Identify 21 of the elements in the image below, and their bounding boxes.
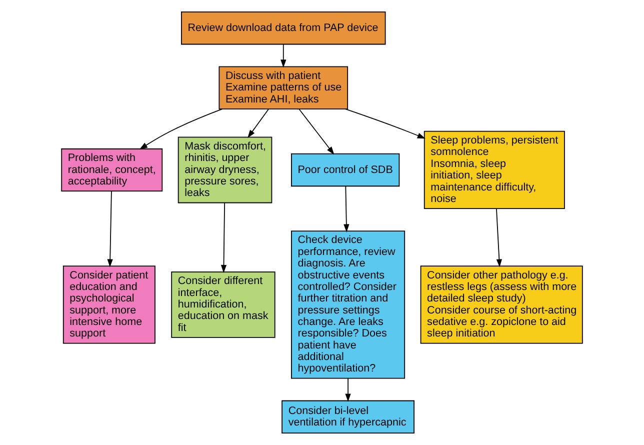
node-box: Consider bi-level ventilation if hypercapnic — [282, 400, 414, 434]
arrow — [107, 190, 113, 268]
node-box: Consider patient education and psychological support, more intensive home support — [62, 266, 156, 344]
arrow — [139, 108, 223, 150]
node-box: Poor control of SDB — [291, 153, 400, 187]
arrow — [344, 108, 426, 139]
arrow — [220, 202, 227, 274]
node-box: Consider different interface, humidification, education on mask fit — [171, 271, 276, 338]
arrow — [248, 108, 270, 138]
arrow — [496, 208, 502, 268]
node-box: Sleep problems, persistent somnolence Insomnia, sleep initiation, sleep maintenance difficulty, noise — [424, 130, 565, 210]
node-box: Check device performance, review diagnosis. Are obstructive events controlled? Consider further titration and pressure settings change. Are leaks responsible? Does patient have additional hypoventilation? — [291, 230, 406, 379]
node-box: Review download data from PAP device — [181, 11, 386, 45]
node-box: Discuss with patient Examine patterns of use Examine AHI, leaks — [218, 66, 348, 110]
node-box: Mask discomfort, rhinitis, upper airway dryness, pressure sores, leaks — [178, 136, 272, 204]
arrow — [344, 186, 350, 232]
node-box: Problems with rationale, concept, acceptability — [61, 148, 163, 192]
arrow — [298, 108, 334, 155]
node-box: Consider other pathology e.g. restless legs (assess with more detailed sleep study) Consider course of short-acting sedative e.g. zopiclone to aid sleep initiation — [420, 266, 583, 344]
arrow — [280, 44, 286, 68]
arrow — [345, 378, 351, 402]
